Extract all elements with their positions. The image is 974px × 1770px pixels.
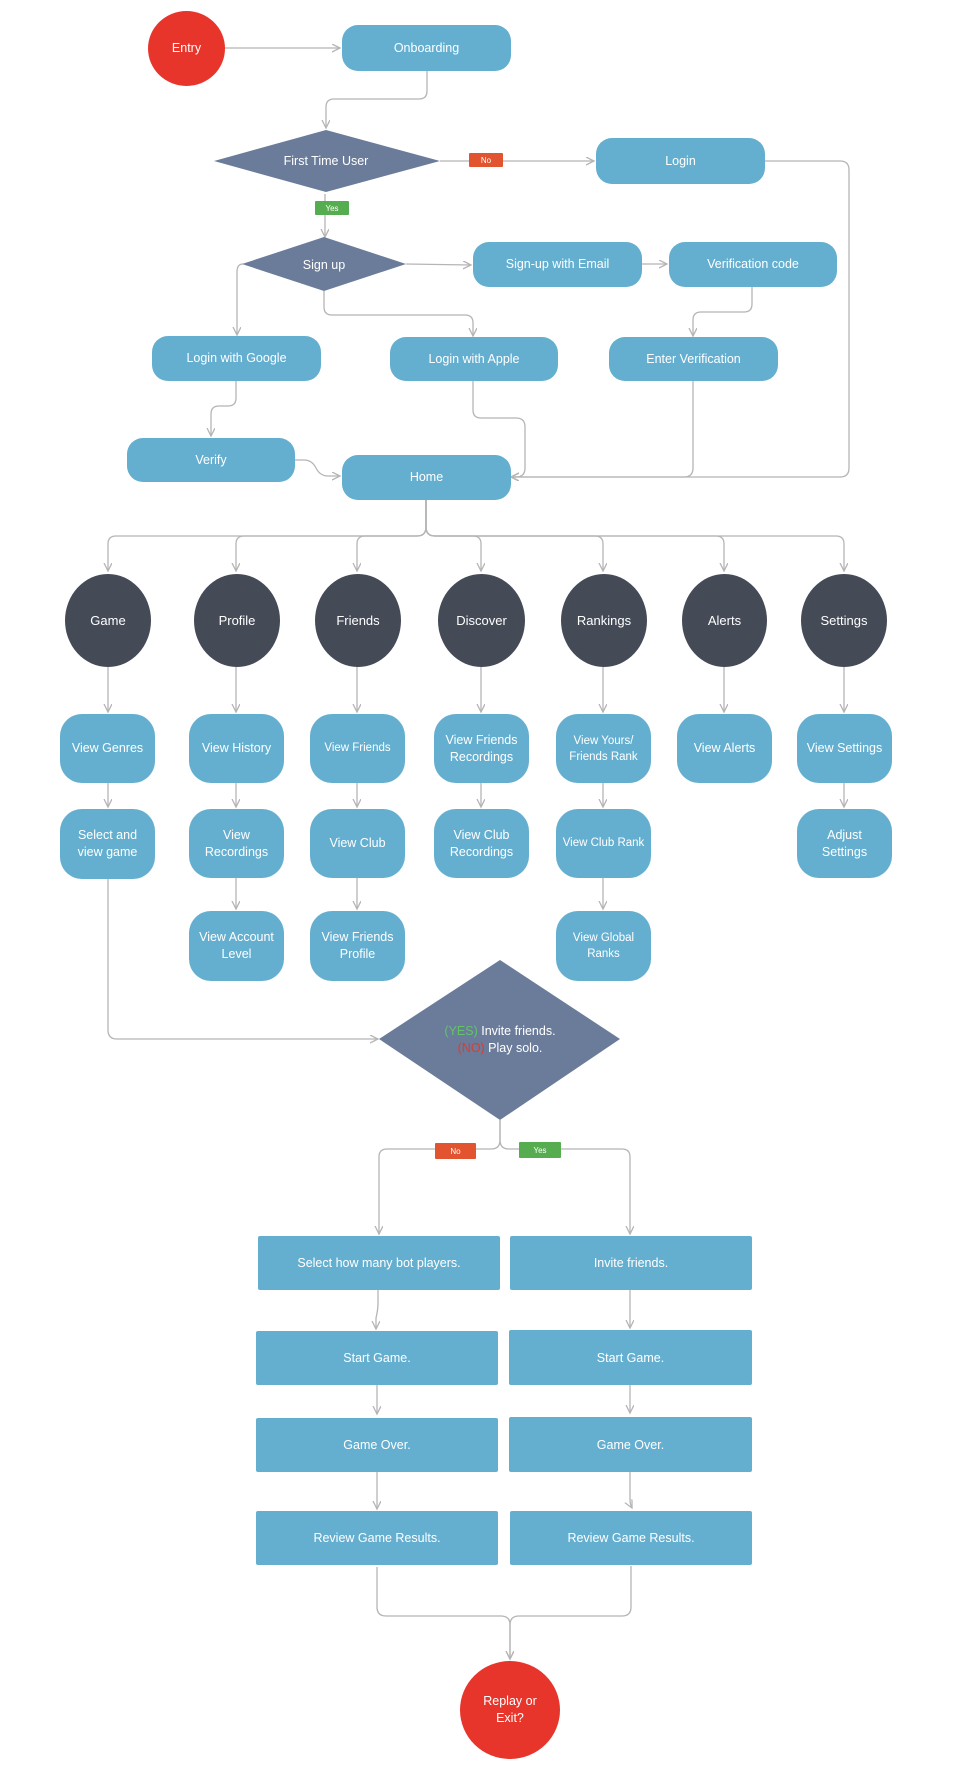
verify-node: Verify: [127, 438, 295, 482]
invite-no-word: (NO): [457, 1041, 485, 1055]
invite-decision-label: (YES) Invite friends. (NO) Play solo.: [410, 1020, 590, 1060]
section-rankings: Rankings: [561, 574, 647, 667]
section-friends: Friends: [315, 574, 401, 667]
section-settings: Settings: [801, 574, 887, 667]
solo-step-start-game: Start Game.: [256, 1331, 498, 1385]
edge-code-enter: [693, 287, 753, 336]
first-time-yes-tag: Yes: [315, 201, 349, 215]
solo-step-select-bots: Select how many bot players.: [258, 1236, 500, 1290]
entry-node: Entry: [148, 11, 225, 86]
rankings-item-view-club-rank: View Club Rank: [556, 809, 651, 878]
edge-decision-invite: [499, 1120, 630, 1234]
edge-solo-exit: [376, 1567, 510, 1659]
section-discover: Discover: [438, 574, 525, 667]
invite-step-review-results: Review Game Results.: [510, 1511, 752, 1565]
onboarding-node: Onboarding: [342, 25, 511, 71]
invite-no-tag: No: [435, 1143, 476, 1159]
friends-item-view-friends: View Friends: [310, 714, 405, 783]
signup-email-node: Sign-up with Email: [473, 242, 642, 287]
invite-step-game-over: Game Over.: [509, 1417, 752, 1472]
edge-verify-home: [295, 459, 340, 476]
verification-code-node: Verification code: [669, 242, 837, 287]
login-google-node: Login with Google: [152, 336, 321, 381]
invite-yes-tag: Yes: [519, 1142, 561, 1158]
edge-google-verify: [211, 381, 237, 436]
edge-login-home: [511, 160, 850, 477]
invite-decision-diamond: [379, 960, 620, 1120]
edge-signup-google: [237, 263, 244, 335]
discover-item-view-friends-recordings: View Friends Recordings: [434, 714, 529, 783]
edge-invite-3: [630, 1472, 632, 1508]
login-node: Login: [596, 138, 765, 184]
first-time-user-diamond: [214, 130, 440, 192]
edge-enter-home: [511, 381, 694, 477]
first-time-no-tag: No: [469, 153, 503, 167]
edge-game-decision: [107, 879, 378, 1039]
edge-solo-1: [376, 1290, 378, 1329]
login-apple-node: Login with Apple: [390, 337, 558, 381]
edge-onboarding-first-time: [326, 71, 428, 128]
home-node: Home: [342, 455, 511, 500]
edge-apple-home: [472, 381, 526, 477]
discover-item-view-club-recordings: View Club Recordings: [434, 809, 529, 878]
invite-no-text: Play solo.: [484, 1041, 543, 1055]
rankings-item-view-yours-friends-rank: View Yours/ Friends Rank: [556, 714, 651, 783]
edge-invite-exit: [510, 1566, 632, 1659]
alerts-item-view-alerts: View Alerts: [677, 714, 772, 783]
sign-up-diamond: [242, 237, 406, 291]
first-time-user-label: First Time User: [283, 153, 369, 168]
edge-signup-email: [405, 264, 471, 265]
friends-item-view-club: View Club: [310, 809, 405, 878]
settings-item-view-settings: View Settings: [797, 714, 892, 783]
edge-signup-apple: [323, 291, 473, 336]
invite-decision-yes-line: (YES) Invite friends.: [444, 1023, 555, 1040]
enter-verification-node: Enter Verification: [609, 337, 778, 381]
invite-yes-text: Invite friends.: [477, 1024, 556, 1038]
edge-decision-solo: [379, 1120, 501, 1234]
profile-item-view-history: View History: [189, 714, 284, 783]
sign-up-label: Sign up: [302, 257, 346, 272]
rankings-item-view-global-ranks: View Global Ranks: [556, 911, 651, 981]
profile-item-view-recordings: View Recordings: [189, 809, 284, 878]
solo-step-game-over: Game Over.: [256, 1418, 498, 1472]
invite-decision-no-line: (NO) Play solo.: [458, 1040, 543, 1057]
invite-step-start-game: Start Game.: [509, 1330, 752, 1385]
section-game: Game: [65, 574, 151, 667]
settings-item-adjust-settings: Adjust Settings: [797, 809, 892, 878]
solo-step-review-results: Review Game Results.: [256, 1511, 498, 1565]
section-profile: Profile: [194, 574, 280, 667]
profile-item-view-account-level: View Account Level: [189, 911, 284, 981]
game-item-select-view-game: Select and view game: [60, 809, 155, 879]
edge-home-settings: [425, 500, 844, 571]
invite-step-invite-friends: Invite friends.: [510, 1236, 752, 1290]
game-item-view-genres: View Genres: [60, 714, 155, 783]
invite-yes-word: (YES): [444, 1024, 478, 1038]
replay-exit-node: Replay or Exit?: [460, 1661, 560, 1759]
section-alerts: Alerts: [682, 574, 767, 667]
edge-home-friends: [357, 500, 427, 571]
friends-item-view-friends-profile: View Friends Profile: [310, 911, 405, 981]
